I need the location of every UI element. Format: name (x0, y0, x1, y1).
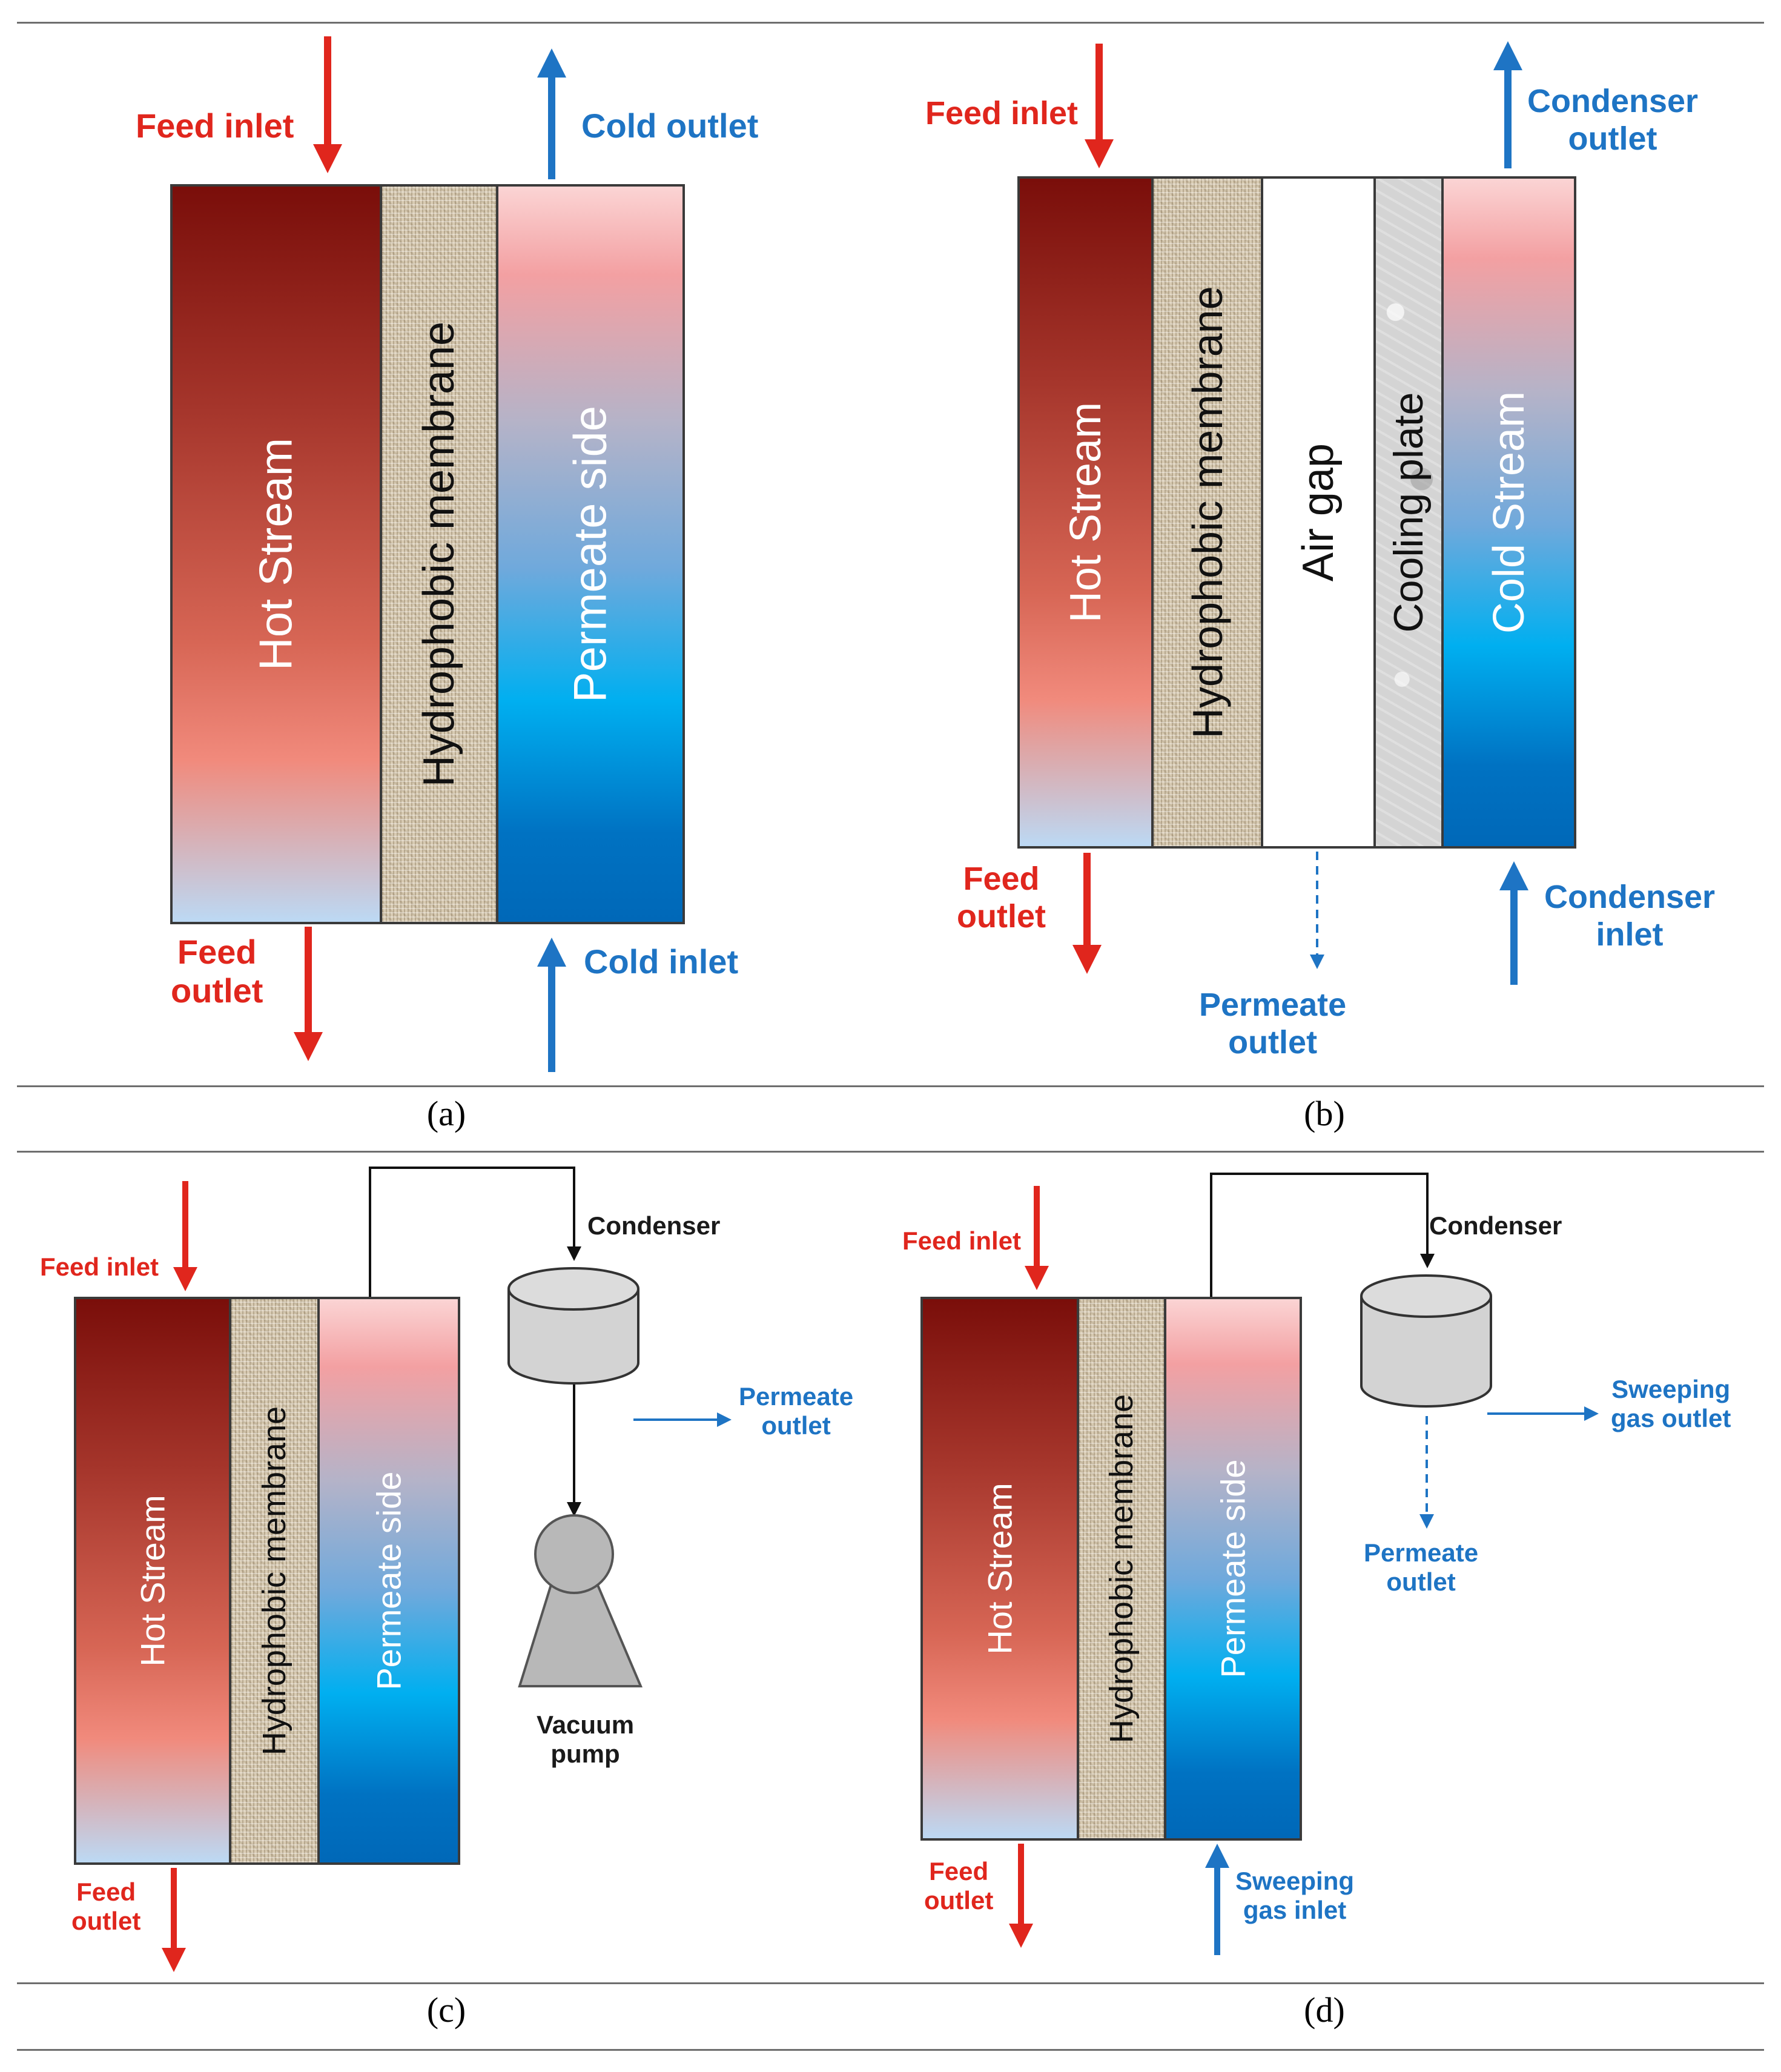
condenser-label: Condenser (1429, 1211, 1562, 1240)
feed-inlet-label: Feed inlet (40, 1253, 159, 1281)
feed-inlet-label: Feed inlet (925, 95, 1079, 131)
permeate-side-channel: Permeate side (496, 184, 685, 924)
permeate-side-channel: Permeate side (317, 1297, 460, 1865)
hydrophobic-membrane: Hydrophobic membrane (1151, 176, 1263, 849)
hydrophobic-membrane: Hydrophobic membrane (1077, 1297, 1166, 1841)
hot-stream-channel: Hot Stream (170, 184, 382, 924)
feed-inlet-label: Feed inlet (136, 107, 294, 145)
cold-inlet-label: Cold inlet (584, 942, 739, 981)
hot-stream-channel: Hot Stream (1017, 176, 1154, 849)
divider-middle-2 (17, 1151, 1764, 1153)
cold-stream-channel: Cold Stream (1441, 176, 1576, 849)
divider-top (17, 22, 1764, 24)
permeate-side-channel: Permeate side (1164, 1297, 1302, 1841)
caption-a: (a) (426, 1094, 466, 1133)
divider-lower (17, 1982, 1764, 1984)
condenser-icon (507, 1267, 639, 1385)
feed-inlet-label: Feed inlet (902, 1226, 1022, 1255)
vapor-pipe-d (1210, 1173, 1435, 1297)
vapor-pipe-c (369, 1167, 581, 1297)
caption-d: (d) (1304, 1990, 1345, 2030)
hydrophobic-membrane: Hydrophobic membrane (229, 1297, 320, 1865)
hot-stream-channel: Hot Stream (920, 1297, 1079, 1841)
cooling-plate: Cooling plate (1373, 176, 1444, 849)
air-gap: Air gap (1261, 176, 1376, 849)
cold-outlet-label: Cold outlet (581, 107, 759, 145)
condenser-icon (1360, 1274, 1492, 1408)
divider-bottom (17, 2049, 1764, 2051)
condenser-label: Condenser (587, 1211, 721, 1240)
caption-b: (b) (1304, 1094, 1345, 1133)
caption-c: (c) (426, 1990, 466, 2030)
vacuum-pump-icon (518, 1514, 643, 1687)
divider-middle-1 (17, 1085, 1764, 1087)
